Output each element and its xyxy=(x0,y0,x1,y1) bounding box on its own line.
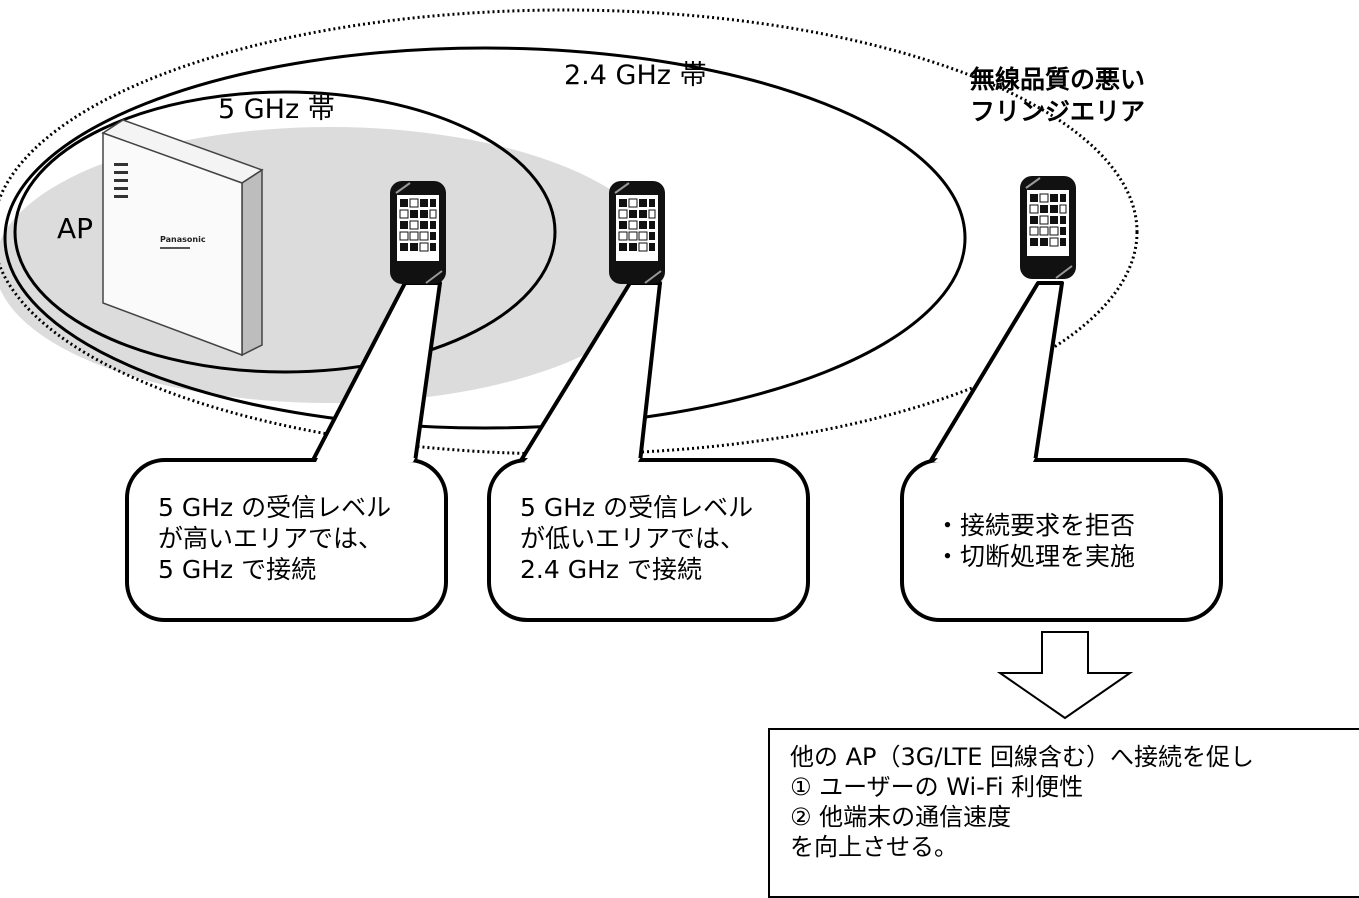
band-24ghz-label: 2.4 GHz 帯 xyxy=(564,60,707,91)
callout-tail-3 xyxy=(928,281,1064,464)
24ghz-band-ellipse xyxy=(3,46,967,430)
access-point-device: Panasonic xyxy=(101,119,264,357)
5ghz-coverage-shade xyxy=(0,127,665,403)
callout-text-3: ・接続要求を拒否 ・切断処理を実施 xyxy=(935,510,1135,572)
smartphone-icon xyxy=(390,181,446,284)
ap-brand-logo: Panasonic xyxy=(160,235,206,244)
result-line: を向上させる。 xyxy=(790,833,958,861)
smartphone-icon xyxy=(609,181,665,284)
callout-body-2 xyxy=(487,458,810,622)
callout-body-1 xyxy=(125,458,448,622)
smartphone-icon xyxy=(1020,176,1076,279)
fringe-area-label-line1: 無線品質の悪い xyxy=(970,65,1146,94)
result-line: ① ユーザーの Wi-Fi 利便性 xyxy=(790,773,1084,801)
callout-line: 5 GHz の受信レベル xyxy=(520,493,754,522)
result-line: 他の AP（3G/LTE 回線含む）へ接続を促し xyxy=(790,743,1254,771)
band-5ghz-label: 5 GHz 帯 xyxy=(218,94,335,125)
callout-line: 2.4 GHz で接続 xyxy=(520,555,702,584)
callout-body-3 xyxy=(900,458,1223,622)
callout-line: ・接続要求を拒否 xyxy=(935,511,1136,540)
result-box: 他の AP（3G/LTE 回線含む）へ接続を促し ① ユーザーの Wi-Fi 利… xyxy=(768,728,1359,898)
5ghz-band-ellipse xyxy=(13,90,557,374)
callout-line: が低いエリアでは、 xyxy=(520,524,746,553)
down-arrow-icon xyxy=(996,631,1134,720)
fringe-area-label-line2: フリンジエリア xyxy=(970,97,1146,126)
callout-text-2: 5 GHz の受信レベル が低いエリアでは、 2.4 GHz で接続 xyxy=(520,492,753,585)
result-line: ② 他端末の通信速度 xyxy=(790,803,1012,831)
callout-line: 5 GHz の受信レベル xyxy=(158,493,392,522)
fringe-area-ellipse xyxy=(0,8,1139,456)
callout-line: が高いエリアでは、 xyxy=(158,524,384,553)
callout-line: 5 GHz で接続 xyxy=(158,555,317,584)
callout-line: ・切断処理を実施 xyxy=(935,542,1136,571)
callout-text-1: 5 GHz の受信レベル が高いエリアでは、 5 GHz で接続 xyxy=(158,492,391,585)
ap-label: AP xyxy=(57,212,94,245)
